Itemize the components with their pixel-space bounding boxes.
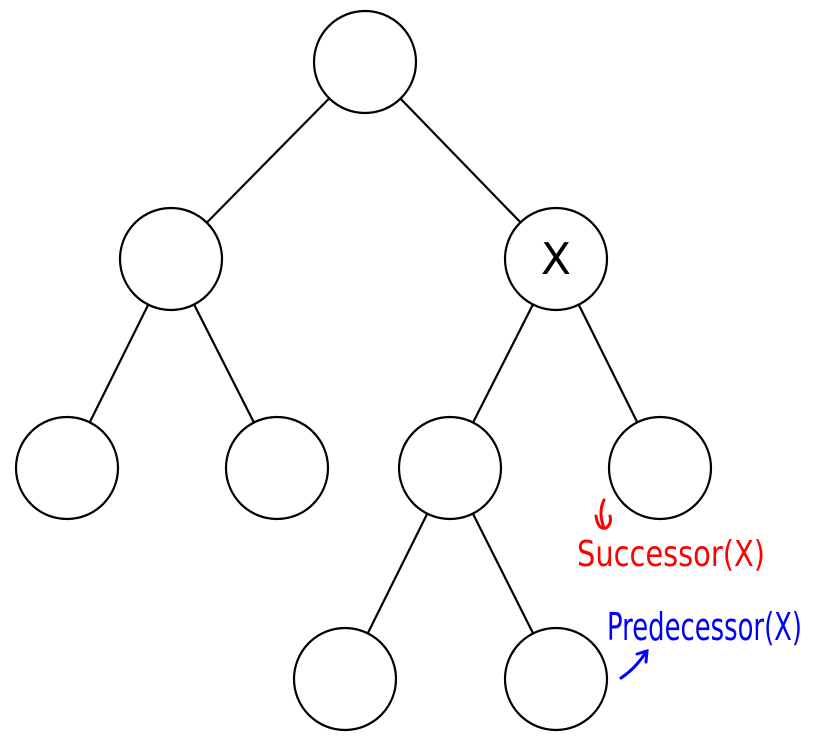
tree-node-lr: [224, 415, 330, 521]
tree-edge-x-xr: [577, 304, 639, 423]
successor-arrow-icon: [594, 498, 612, 530]
successor-label: Successor(X): [577, 534, 765, 575]
tree-edge-x-xl: [472, 303, 534, 424]
tree-node-x: [503, 206, 609, 312]
predecessor-arrow-icon: [619, 648, 649, 680]
tree-edge-xl-xll: [366, 513, 429, 634]
tree-node-root: [312, 9, 418, 115]
tree-edge-xl-xlr: [471, 513, 535, 634]
tree-edge-l-ll: [88, 304, 150, 423]
tree-node-xll: [292, 626, 398, 732]
predecessor-label: Predecessor(X): [607, 605, 802, 649]
tree-node-label-x: X: [541, 234, 571, 285]
tree-node-xl: [397, 415, 503, 521]
tree-node-xlr: [503, 626, 609, 732]
tree-node-ll: [14, 415, 120, 521]
tree-node-l: [118, 206, 224, 312]
tree-edge-root-l: [206, 97, 330, 224]
tree-edge-l-lr: [193, 303, 255, 424]
tree-edge-root-x: [399, 97, 522, 224]
tree-node-xr: [607, 415, 713, 521]
